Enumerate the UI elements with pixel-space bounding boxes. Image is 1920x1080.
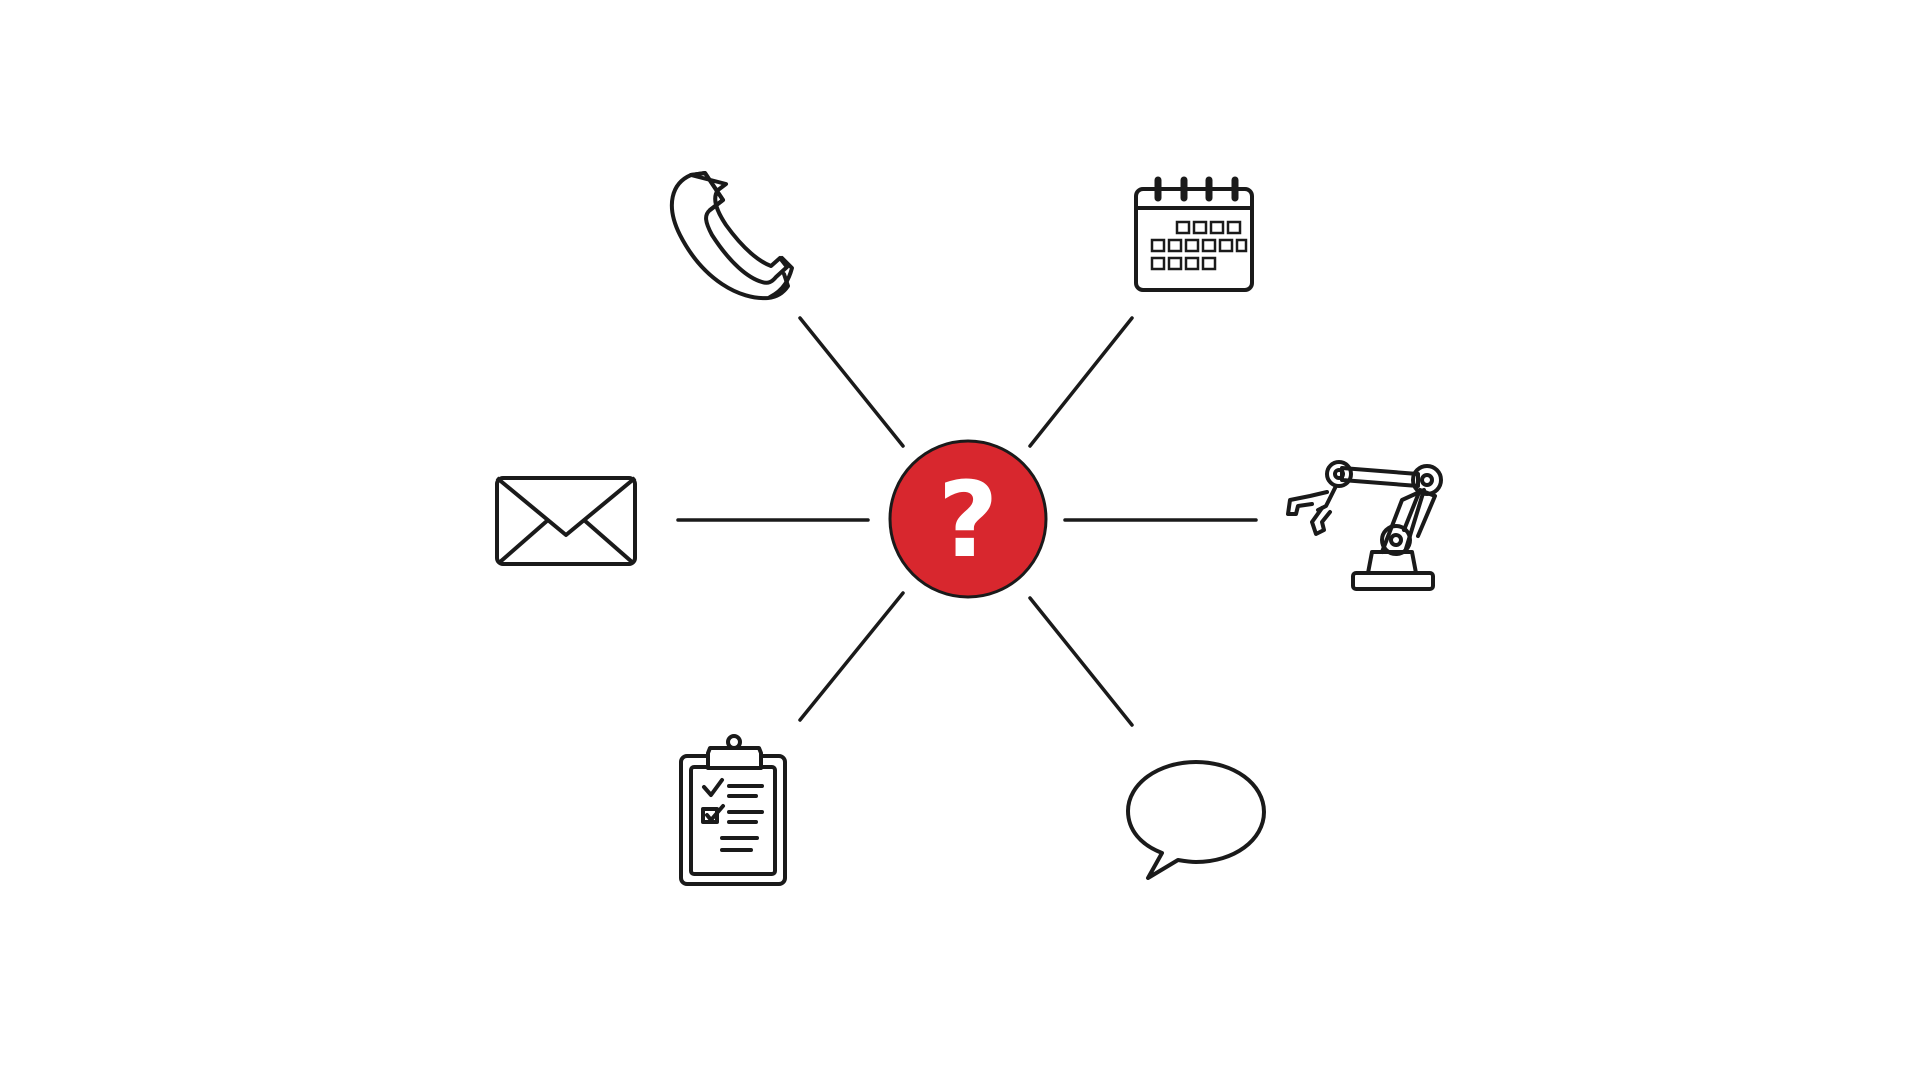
- connector-clipboard: [798, 591, 905, 722]
- hub-circle: [888, 439, 1048, 599]
- connector-phone: [798, 316, 905, 448]
- question-mark-icon: ?: [938, 459, 998, 581]
- speech-bubble-icon: [1126, 760, 1266, 880]
- robotic-arm-icon: [1286, 460, 1443, 591]
- calendar-icon: [1134, 176, 1254, 292]
- connectors: [676, 316, 1258, 727]
- clipboard-checklist-icon: [679, 734, 787, 886]
- phone-icon: [669, 171, 794, 301]
- center-hub: ?: [888, 439, 1048, 599]
- connector-speech-bubble: [1028, 596, 1134, 727]
- envelope-icon: [495, 476, 637, 566]
- connector-calendar: [1028, 316, 1134, 448]
